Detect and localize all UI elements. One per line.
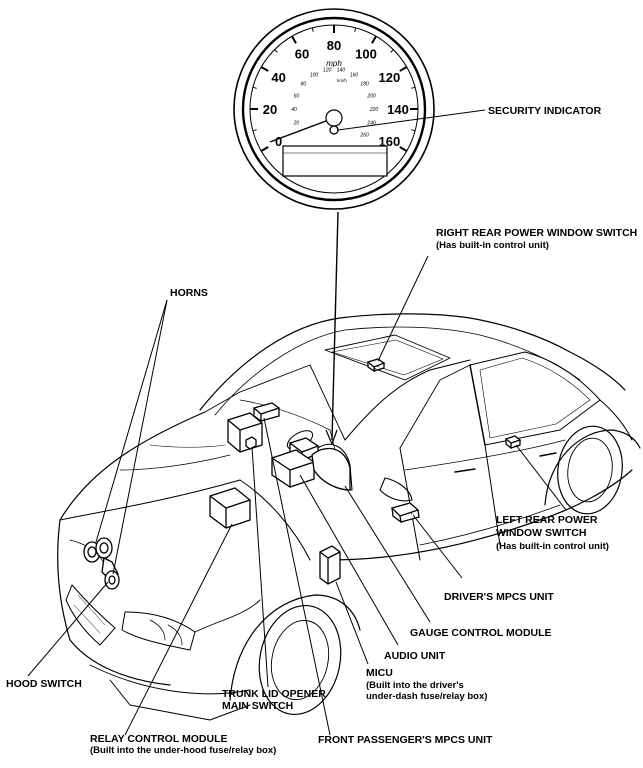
gauge-tick	[274, 49, 278, 53]
trunk-lid-opener-switch-unit	[245, 436, 257, 450]
cluster-in-car	[311, 447, 351, 491]
gauge-minor-label: 100	[310, 72, 319, 78]
gauge-tick	[371, 35, 377, 44]
leader-micu	[335, 581, 369, 665]
gauge-major-label: 40	[271, 70, 285, 85]
drivers-mpcs-unit-box	[390, 502, 420, 524]
gauge-ticks	[250, 25, 418, 152]
gauge-minor-label: 40	[291, 107, 297, 113]
gauge-needle	[269, 117, 335, 143]
horns-assembly	[83, 537, 120, 590]
label-micu: MICU	[366, 667, 393, 679]
label-left-rear-window-switch-sub: (Has built-in control unit)	[496, 541, 609, 552]
label-micu-sub2: under-dash fuse/relay box)	[366, 691, 487, 702]
gauge-minor-label: 160	[350, 72, 359, 78]
leader-horns-2	[112, 299, 168, 575]
gauge-tick	[311, 27, 314, 32]
leader-audio-unit	[299, 474, 399, 646]
front-passenger-mpcs-box	[252, 402, 281, 423]
left-rear-window-switch-unit	[504, 435, 522, 450]
gauge-hub	[325, 109, 343, 127]
car-outline	[57, 313, 641, 721]
label-relay-control-module: RELAY CONTROL MODULE	[90, 733, 227, 745]
leader-gauge-to-car	[331, 211, 339, 441]
label-right-rear-window-switch-sub: (Has built-in control unit)	[436, 240, 549, 251]
gauge-minor-label: 240	[366, 121, 376, 127]
gauge-major-label: 0	[275, 134, 282, 149]
labels: SECURITY INDICATOR RIGHT REAR POWER WIND…	[6, 105, 637, 756]
gauge-major-label: 140	[387, 102, 409, 117]
micu-box	[319, 545, 341, 585]
label-audio-unit: AUDIO UNIT	[384, 650, 446, 662]
right-rear-window-switch-unit	[366, 358, 386, 373]
label-trunk-lid-opener-2: MAIN SWITCH	[222, 700, 293, 712]
leader-right-rear-window	[377, 255, 429, 362]
gauge-minor-label: 200	[366, 93, 376, 99]
label-left-rear-window-switch-1: LEFT REAR POWER	[496, 514, 598, 526]
gauge-minor-label: 140	[337, 68, 346, 74]
gauge-minor-label: 180	[360, 81, 369, 87]
gauge-minor-label: 80	[301, 81, 307, 87]
leader-security-indicator	[337, 109, 486, 131]
gauge-display-window	[282, 145, 388, 177]
label-right-rear-window-switch: RIGHT REAR POWER WINDOW SWITCH	[436, 227, 637, 239]
gauge-major-label: 60	[295, 47, 309, 62]
label-security-indicator: SECURITY INDICATOR	[488, 105, 602, 117]
gauge-minor-label: 220	[369, 107, 379, 113]
leader-horns-1	[95, 299, 168, 543]
label-left-rear-window-switch-2: WINDOW SWITCH	[496, 527, 586, 539]
gauge-tick	[252, 129, 257, 132]
gauge-tick	[390, 49, 394, 53]
gauge-minor-label: 260	[359, 133, 369, 139]
leader-gauge-control-module	[344, 485, 431, 623]
leader-lines	[27, 109, 567, 736]
label-drivers-mpcs-unit: DRIVER'S MPCS UNIT	[444, 591, 554, 603]
security-indicator-lamp	[329, 125, 339, 135]
gauge-tick	[291, 35, 297, 44]
gauge-tick	[252, 86, 257, 89]
gauge-major-label: 80	[327, 38, 341, 53]
gauge-minor-label: 120	[323, 68, 332, 74]
leader-left-rear-window	[515, 444, 567, 511]
gauge-tick	[411, 129, 416, 132]
gauge-tick	[260, 66, 269, 72]
gauge-minor-label: 20	[293, 121, 300, 127]
leader-drivers-mpcs	[412, 514, 463, 579]
gauge-major-label: 20	[263, 102, 277, 117]
gauge-unit-mph: mph	[326, 59, 342, 68]
gauge-major-label: 120	[379, 70, 401, 85]
label-hood-switch: HOOD SWITCH	[6, 678, 82, 690]
gauge-minor-label: 60	[294, 93, 300, 99]
dash-control-box	[227, 412, 263, 453]
gauge-tick	[399, 146, 408, 152]
label-horns: HORNS	[170, 287, 208, 299]
gauge-unit-kmh: km/h	[337, 78, 347, 83]
leader-relay-control-module	[124, 523, 233, 736]
label-gauge-control-module: GAUGE CONTROL MODULE	[410, 627, 552, 639]
label-relay-control-module-sub: (Built into the under-hood fuse/relay bo…	[90, 745, 276, 756]
components	[83, 358, 522, 590]
gauge-tick	[260, 146, 269, 152]
gauge-tick	[399, 66, 408, 72]
gauge-tick	[354, 27, 357, 32]
gauge-major-label: 100	[355, 47, 377, 62]
under-hood-fuse-box	[209, 487, 251, 529]
gauge-major-label: 160	[379, 134, 401, 149]
label-trunk-lid-opener-1: TRUNK LID OPENER	[222, 688, 326, 700]
leader-hood-switch	[27, 581, 109, 677]
leader-trunk-lid	[251, 446, 269, 688]
label-micu-sub1: (Built into the driver's	[366, 680, 464, 691]
gauge-tick	[411, 86, 416, 89]
leader-front-passenger-mpcs	[263, 417, 331, 736]
label-front-passenger-mpcs-unit: FRONT PASSENGER'S MPCS UNIT	[318, 734, 493, 746]
